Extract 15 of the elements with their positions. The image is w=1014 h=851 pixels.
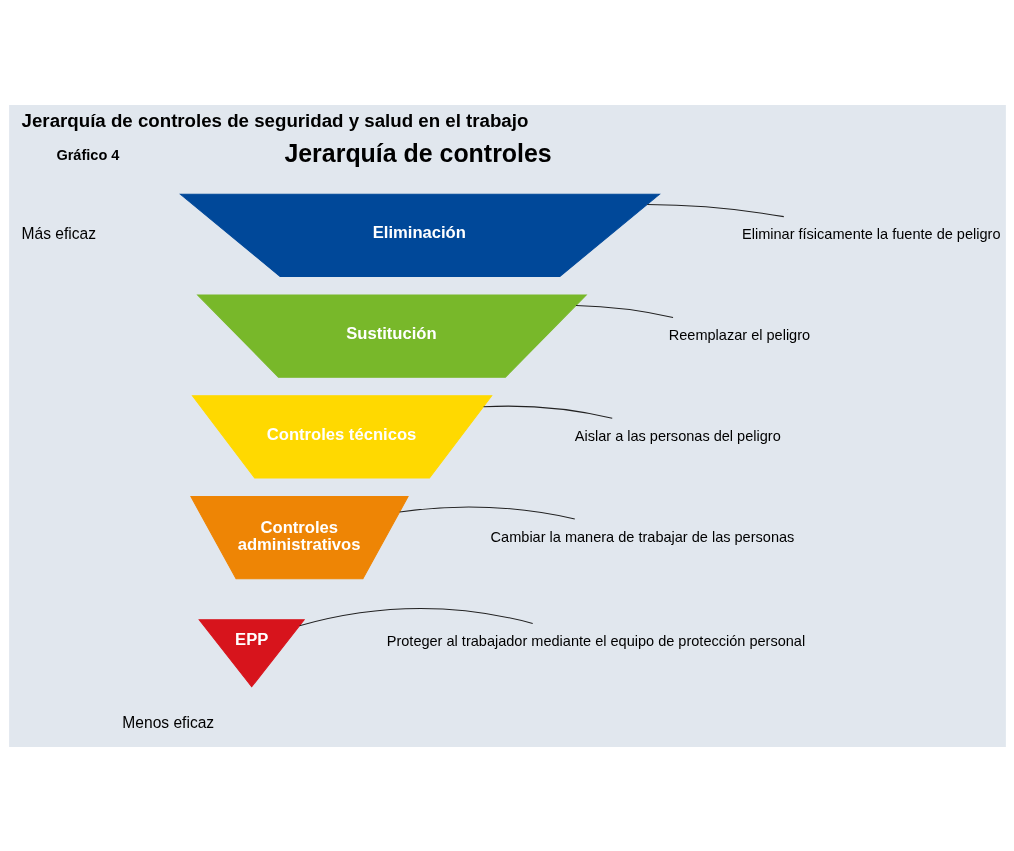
connector: [482, 405, 613, 419]
label: Menos eficaz: [121, 713, 214, 731]
label: Más eficaz: [21, 224, 96, 242]
diagram-title: Jerarquía de controles de seguridad y salud en el trabajo: [21, 109, 528, 131]
connector: [646, 203, 784, 217]
connector: [298, 607, 533, 626]
label: Gráfico 4: [55, 146, 119, 163]
node-text: Aislar a las personas del peligro: [574, 427, 781, 444]
connector: [398, 505, 575, 519]
connector: [575, 304, 674, 318]
node-text: Cambiar la manera de trabajar de las personas: [490, 528, 794, 545]
node-text: Reemplazar el peligro: [668, 326, 810, 343]
node-text: Eliminar físicamente la fuente de peligro: [741, 225, 1000, 242]
node-text: Proteger al trabajador mediante el equipo de protección personal: [386, 632, 805, 649]
label: Jerarquía de controles: [283, 138, 552, 167]
